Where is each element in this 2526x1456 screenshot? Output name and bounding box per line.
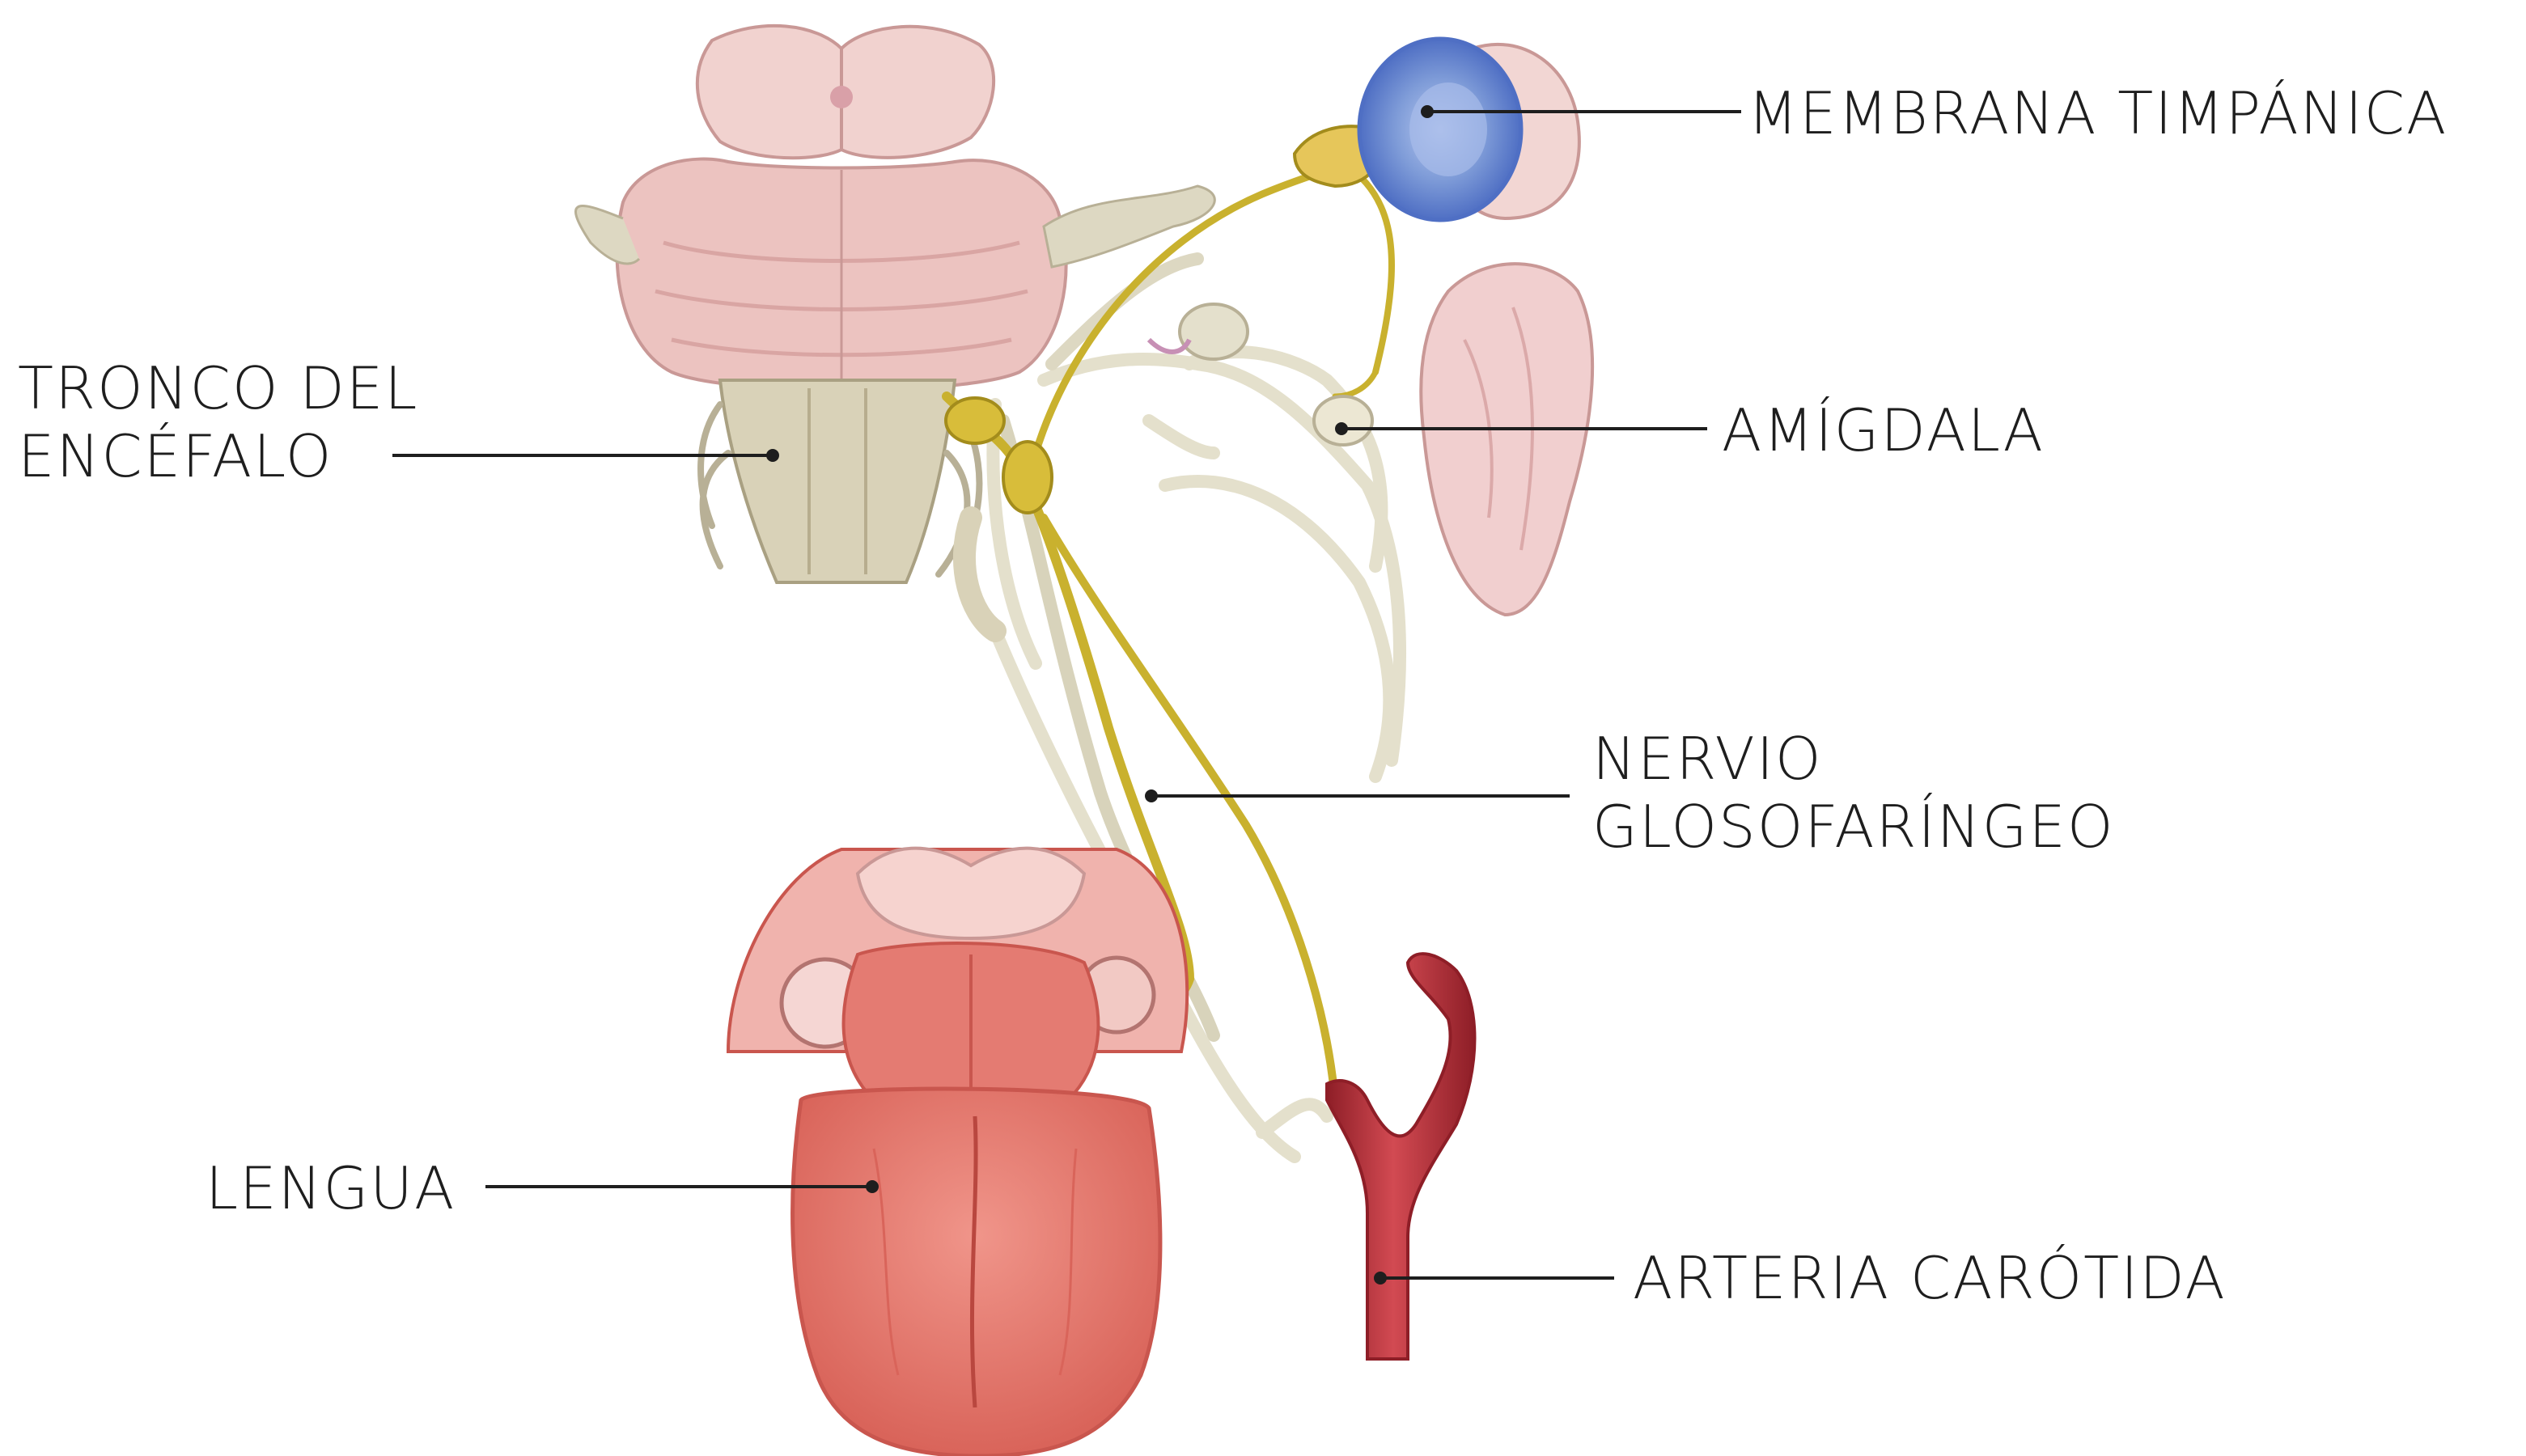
- otic-ganglion: [1146, 303, 1249, 361]
- tympanic-membrane: [1357, 36, 1581, 222]
- leader-lines: [392, 105, 1741, 1285]
- tongue: [726, 846, 1189, 1456]
- label-amigdala-line-1: AMÍGDALA: [1722, 396, 2045, 464]
- label-nervio-glosofaringeo: NERVIO GLOSOFARÍNGEO: [1592, 725, 2115, 861]
- label-tronco-line-1: TRONCO DEL: [18, 354, 419, 422]
- label-tronco-del-encefalo: TRONCO DEL ENCÉFALO: [18, 354, 418, 490]
- label-arteria-line-1: ARTERIA CARÓTIDA: [1633, 1244, 2227, 1312]
- label-nervio-line-2: GLOSOFARÍNGEO: [1592, 793, 2115, 861]
- tonsil-region: [1312, 262, 1595, 617]
- label-lengua-line-1: LENGUA: [206, 1154, 456, 1222]
- label-tronco-line-2: ENCÉFALO: [18, 422, 333, 490]
- label-amigdala: AMÍGDALA: [1722, 396, 2045, 464]
- label-nervio-line-1: NERVIO: [1592, 725, 1823, 793]
- nerve-ganglia: [944, 396, 1053, 642]
- brainstem: [574, 23, 1216, 584]
- carotid-artery: [1325, 952, 1477, 1361]
- label-membrana-line-1: MEMBRANA TIMPÁNICA: [1748, 79, 2448, 147]
- label-membrana-timpanica: MEMBRANA TIMPÁNICA: [1748, 79, 2448, 147]
- label-lengua: LENGUA: [206, 1154, 456, 1222]
- label-arteria-carotida: ARTERIA CARÓTIDA: [1633, 1244, 2227, 1312]
